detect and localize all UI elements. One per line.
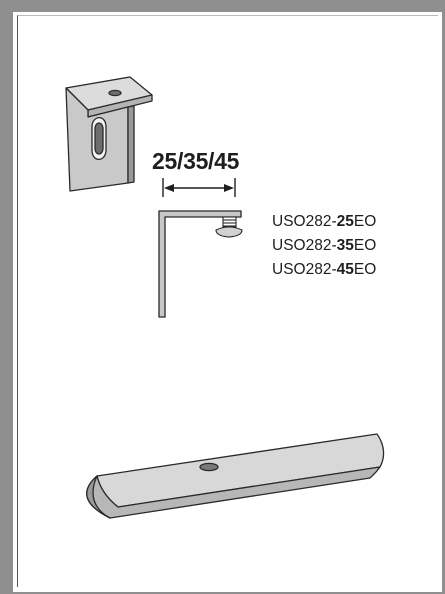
product-code: USO282-45EO: [272, 258, 376, 282]
product-code: USO282-35EO: [272, 234, 376, 258]
code-size: 45: [336, 261, 354, 278]
screw: [215, 216, 243, 238]
code-suffix: EO: [353, 237, 377, 254]
code-prefix: USO282-: [272, 237, 337, 254]
curved-rail: [86, 433, 385, 519]
l-profile-side-view: [158, 210, 242, 318]
code-size: 25: [336, 213, 354, 230]
angle-bracket-3d: [65, 76, 153, 192]
code-prefix: USO282-: [272, 213, 337, 230]
inner-border: [17, 15, 438, 587]
code-suffix: EO: [353, 261, 377, 278]
dimension-arrows: [162, 178, 236, 197]
code-size: 35: [336, 237, 354, 254]
code-suffix: EO: [353, 213, 377, 230]
product-code: USO282-25EO: [272, 210, 376, 234]
code-prefix: USO282-: [272, 261, 337, 278]
product-code-list: USO282-25EO USO282-35EO USO282-45EO: [272, 210, 376, 282]
dimension-label: 25/35/45: [152, 148, 240, 174]
